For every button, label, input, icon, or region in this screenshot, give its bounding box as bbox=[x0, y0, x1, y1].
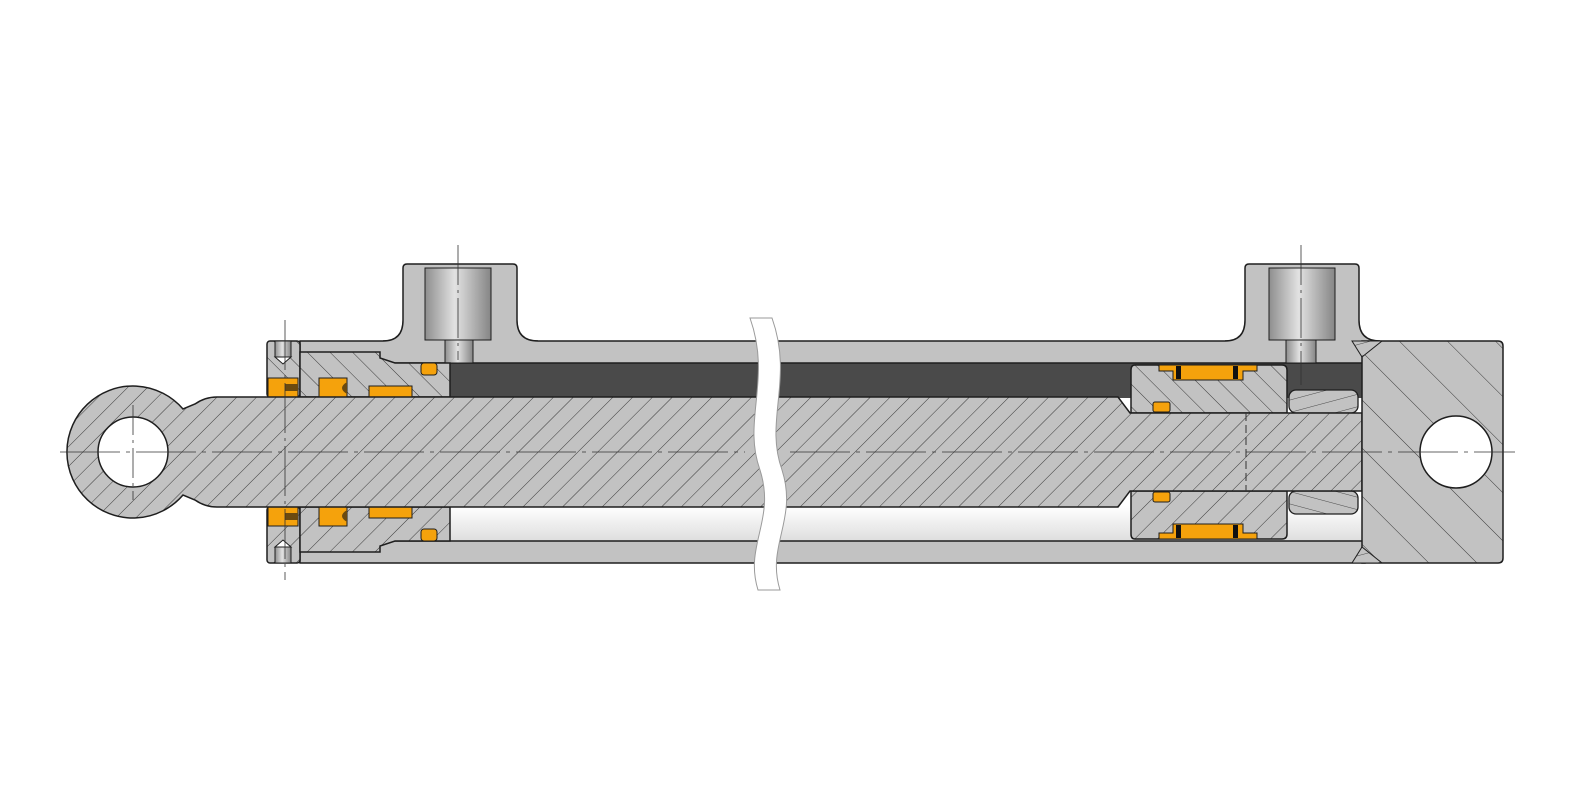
port-boss-rod-end bbox=[382, 263, 539, 364]
barrel-wall-bottom bbox=[299, 540, 1366, 564]
port-boss-cap-end bbox=[1224, 263, 1381, 364]
weld-bottom bbox=[1351, 546, 1384, 564]
centerlines bbox=[60, 245, 1515, 580]
weld-top bbox=[1351, 340, 1384, 358]
length-break bbox=[749, 317, 787, 591]
